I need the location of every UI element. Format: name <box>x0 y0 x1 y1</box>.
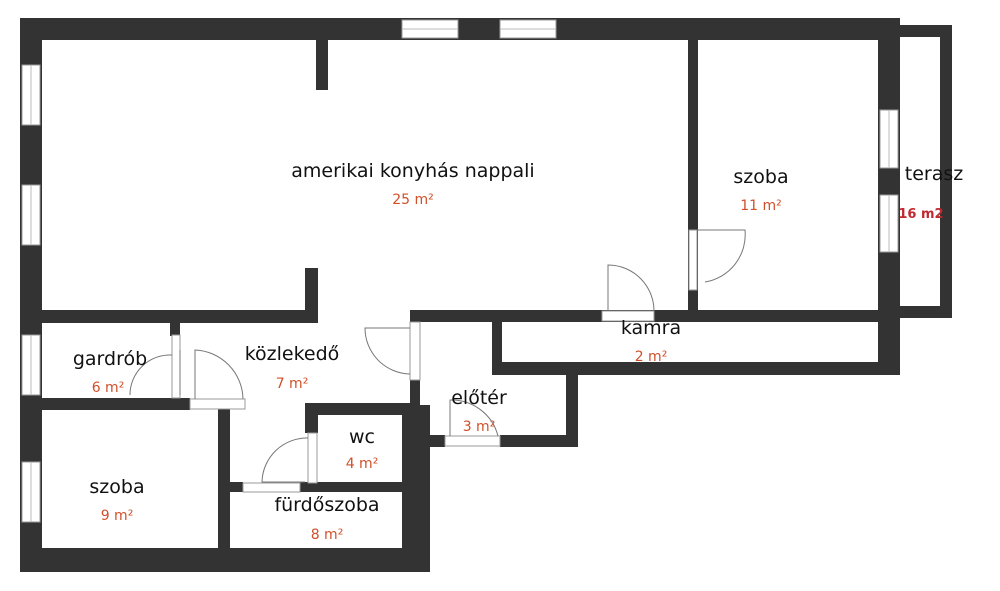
room-label-bedroom-1: szoba <box>733 166 789 188</box>
room-area-wardrobe: 6 m² <box>91 380 125 396</box>
room-area-pantry: 2 m² <box>634 349 668 365</box>
room-label-bedroom-2: szoba <box>89 476 145 498</box>
windows <box>21 19 899 523</box>
room-area-bedroom-1: 11 m² <box>740 198 782 214</box>
room-label-hallway: közlekedő <box>244 343 340 365</box>
room-label-bathroom: fürdőszoba <box>274 494 380 516</box>
doors <box>129 229 746 493</box>
room-label-entrance: előtér <box>451 387 507 409</box>
room-area-entrance: 3 m² <box>462 419 496 435</box>
room-label-pantry: kamra <box>620 317 682 339</box>
room-label-wc: wc <box>349 426 375 448</box>
walls <box>20 18 952 572</box>
room-area-wc: 4 m² <box>345 456 379 472</box>
room-label-terrace: terasz <box>904 163 964 185</box>
room-area-bedroom-2: 9 m² <box>100 508 134 524</box>
room-area-hallway: 7 m² <box>275 376 309 392</box>
room-label-living: amerikai konyhás nappali <box>291 160 535 182</box>
room-label-wardrobe: gardrób <box>72 348 148 370</box>
room-area-bathroom: 8 m² <box>310 527 344 543</box>
room-area-living: 25 m² <box>392 192 434 208</box>
room-area-terrace: 16 m2 <box>898 207 944 222</box>
